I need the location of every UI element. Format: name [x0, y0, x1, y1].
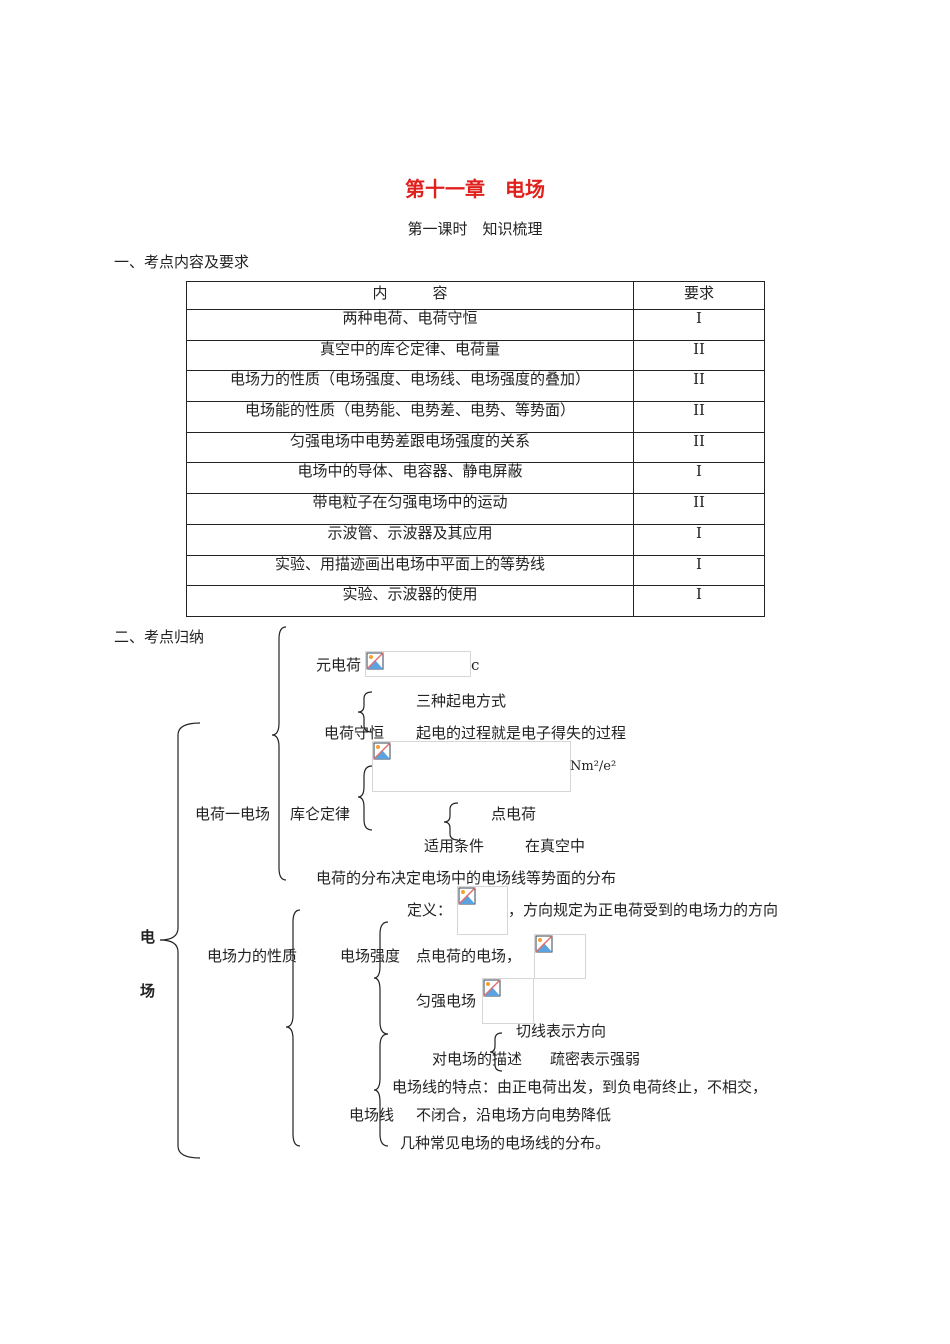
coulomb-label: 库仑定律: [290, 805, 351, 823]
requirement-cell: II: [633, 370, 765, 403]
broken-image-icon: [483, 979, 501, 997]
coulomb-unit: Nm²/e²: [570, 759, 617, 774]
point-charge-label: 点电荷: [491, 805, 537, 823]
common-fields-label: 几种常见电场的电场线的分布。: [400, 1134, 611, 1152]
brace: [357, 765, 373, 831]
table-row: 电场能的性质（电势能、电势差、电势、等势面）II: [186, 401, 765, 433]
brace: [489, 1032, 503, 1072]
charge-field-label: 电荷一电场: [195, 805, 271, 823]
requirement-cell: I: [633, 585, 765, 617]
tangent-label: 切线表示方向: [516, 1022, 607, 1040]
broken-image-icon: [373, 742, 391, 760]
requirement-cell: I: [633, 462, 765, 495]
definition-label: 定义：: [407, 901, 453, 919]
brace: [373, 1033, 389, 1147]
brace: [357, 691, 373, 733]
brace: [443, 802, 459, 841]
uniform-field-formula-image: [482, 978, 534, 1024]
process-label: 起电的过程就是电子得失的过程: [416, 724, 627, 742]
point-field-formula-image: [534, 934, 586, 979]
requirement-cell: II: [633, 339, 765, 372]
brace: [373, 921, 389, 1035]
section-heading-2: 二、考点归纳: [114, 628, 205, 646]
conservation-label: 电荷守恒: [324, 724, 385, 742]
three-ways-label: 三种起电方式: [416, 692, 507, 710]
table-row: 电场力的性质（电场强度、电场线、电场强度的叠加）II: [186, 370, 765, 403]
distribution-label: 电荷的分布决定电场中的电场线等势面的分布: [316, 869, 617, 887]
content-cell: 电场能的性质（电势能、电势差、电势、等势面）: [186, 401, 634, 433]
vacuum-label: 在真空中: [525, 837, 586, 855]
root-label-bottom: 场: [140, 982, 156, 1000]
not-closed-label: 不闭合，沿电场方向电势降低: [416, 1106, 612, 1124]
section-heading-1: 一、考点内容及要求: [114, 253, 250, 271]
content-cell: 电场力的性质（电场强度、电场线、电场强度的叠加）: [186, 370, 634, 403]
description-label: 对电场的描述: [432, 1050, 523, 1068]
density-label: 疏密表示强弱: [550, 1050, 641, 1068]
requirement-cell: II: [633, 401, 765, 433]
formula-image: [365, 651, 471, 677]
content-cell: 匀强电场中电势差跟电场强度的关系: [186, 431, 634, 464]
field-lines-label: 电场线: [349, 1106, 395, 1124]
content-cell: 两种电荷、电荷守恒: [186, 309, 634, 341]
elementary-charge-unit: c: [471, 656, 480, 674]
broken-image-icon: [458, 887, 476, 905]
requirement-cell: I: [633, 523, 765, 556]
uniform-field-label: 匀强电场: [416, 992, 477, 1010]
broken-image-icon: [535, 935, 553, 953]
requirement-cell: II: [633, 493, 765, 525]
force-nature-label: 电场力的性质: [207, 947, 298, 965]
brace: [159, 722, 201, 1159]
content-cell: 电场中的导体、电容器、静电屏蔽: [186, 462, 634, 495]
header-requirement: 要求: [633, 281, 765, 310]
content-cell: 真空中的库仑定律、电荷量: [186, 339, 634, 372]
point-field-label: 点电荷的电场，: [416, 947, 522, 965]
requirement-cell: II: [633, 431, 765, 464]
definition-formula-image: [457, 886, 508, 935]
content-cell: 示波管、示波器及其应用: [186, 523, 634, 556]
requirement-cell: I: [633, 309, 765, 341]
field-strength-label: 电场强度: [340, 947, 401, 965]
conditions-label: 适用条件: [424, 837, 485, 855]
chapter-title: 第十一章 电场: [405, 177, 545, 201]
brace: [285, 909, 301, 1147]
lesson-subtitle: 第一课时 知识梳理: [407, 220, 543, 238]
root-label-top: 电: [140, 928, 156, 946]
content-cell: 实验、示波器的使用: [186, 585, 634, 617]
brace: [271, 626, 287, 881]
coulomb-formula-image: [372, 741, 571, 792]
header-content: 内 容: [186, 281, 634, 310]
direction-rule-label: ，方向规定为正电荷受到的电场力的方向: [508, 901, 779, 919]
requirement-cell: I: [633, 554, 765, 587]
features-label: 电场线的特点：由正电荷出发，到负电荷终止，不相交，: [392, 1078, 768, 1096]
elementary-charge-label: 元电荷: [316, 656, 362, 674]
broken-image-icon: [366, 652, 384, 670]
